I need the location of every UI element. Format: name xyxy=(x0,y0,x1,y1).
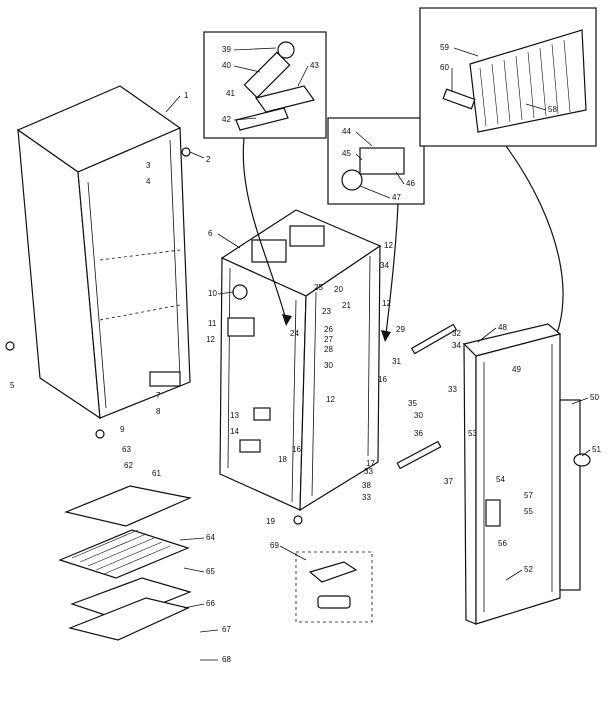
label-5: 5 xyxy=(10,381,15,390)
label-54: 54 xyxy=(496,475,505,484)
grille-slots xyxy=(479,39,571,127)
leader-lines xyxy=(165,47,591,661)
outer-cabinet-wrapper xyxy=(5,85,191,439)
label-24: 24 xyxy=(290,329,299,338)
part-number-labels: 1 2 3 4 5 6 7 8 9 10 11 12 12 12 12 13 1… xyxy=(10,43,601,664)
label-36: 36 xyxy=(414,429,423,438)
label-67: 67 xyxy=(222,625,231,634)
label-6: 6 xyxy=(208,229,213,238)
label-35: 35 xyxy=(408,399,417,408)
cabinet-liner xyxy=(219,209,382,525)
label-68: 68 xyxy=(222,655,231,664)
label-50: 50 xyxy=(590,393,599,402)
label-28: 28 xyxy=(324,345,333,354)
shelf-stack xyxy=(58,485,192,641)
label-60: 60 xyxy=(440,63,449,72)
label-23: 23 xyxy=(322,307,331,316)
label-37: 37 xyxy=(444,477,453,486)
label-44: 44 xyxy=(342,127,351,136)
label-18: 18 xyxy=(278,455,287,464)
label-66: 66 xyxy=(206,599,215,608)
label-56: 56 xyxy=(498,539,507,548)
label-51: 51 xyxy=(592,445,601,454)
label-46: 46 xyxy=(406,179,415,188)
label-7: 7 xyxy=(156,391,161,400)
label-1: 1 xyxy=(184,91,189,100)
inset-box-grille-assembly xyxy=(419,7,597,147)
label-55: 55 xyxy=(524,507,533,516)
label-33-a: 33 xyxy=(448,385,457,394)
label-40: 40 xyxy=(222,61,231,70)
label-62: 62 xyxy=(124,461,133,470)
label-59: 59 xyxy=(440,43,449,52)
label-47: 47 xyxy=(392,193,401,202)
label-69: 69 xyxy=(270,541,279,550)
inset-box-control-assembly xyxy=(327,117,425,205)
label-34-b: 34 xyxy=(452,341,461,350)
label-49: 49 xyxy=(512,365,521,374)
label-30-a: 30 xyxy=(324,361,333,370)
label-33-b: 33 xyxy=(364,467,373,476)
inset-box-light-assembly xyxy=(203,31,327,139)
inset-box-ice-tray xyxy=(295,551,373,623)
label-42: 42 xyxy=(222,115,231,124)
label-12-a: 12 xyxy=(384,241,393,250)
label-20: 20 xyxy=(334,285,343,294)
label-33-c: 33 xyxy=(362,493,371,502)
label-38: 38 xyxy=(362,481,371,490)
label-41: 41 xyxy=(226,89,235,98)
label-29: 29 xyxy=(396,325,405,334)
label-63: 63 xyxy=(122,445,131,454)
label-16-b: 16 xyxy=(378,375,387,384)
label-64: 64 xyxy=(206,533,215,542)
label-10: 10 xyxy=(208,289,217,298)
label-57: 57 xyxy=(524,491,533,500)
label-26: 26 xyxy=(324,325,333,334)
label-13: 13 xyxy=(230,411,239,420)
label-19: 19 xyxy=(266,517,275,526)
label-25: 25 xyxy=(314,283,323,292)
label-3: 3 xyxy=(146,161,151,170)
label-39: 39 xyxy=(222,45,231,54)
rails xyxy=(396,323,458,470)
label-45: 45 xyxy=(342,149,351,158)
label-27: 27 xyxy=(324,335,333,344)
label-9: 9 xyxy=(120,425,125,434)
label-12-b: 12 xyxy=(382,299,391,308)
label-32: 32 xyxy=(452,329,461,338)
label-11: 11 xyxy=(208,319,217,328)
label-16-a: 16 xyxy=(292,445,301,454)
label-30-b: 30 xyxy=(414,411,423,420)
label-4: 4 xyxy=(146,177,151,186)
label-61: 61 xyxy=(152,469,161,478)
wire-shelf-bars xyxy=(71,529,171,575)
label-34-a: 34 xyxy=(380,261,389,270)
label-52: 52 xyxy=(524,565,533,574)
label-17: 17 xyxy=(366,459,375,468)
label-2: 2 xyxy=(206,155,211,164)
label-58: 58 xyxy=(548,105,557,114)
label-12-d: 12 xyxy=(206,335,215,344)
label-8: 8 xyxy=(156,407,161,416)
label-53: 53 xyxy=(468,429,477,438)
door-assembly xyxy=(462,323,591,625)
label-65: 65 xyxy=(206,567,215,576)
label-31: 31 xyxy=(392,357,401,366)
label-48: 48 xyxy=(498,323,507,332)
label-14: 14 xyxy=(230,427,239,436)
label-21: 21 xyxy=(342,301,351,310)
label-12-c: 12 xyxy=(326,395,335,404)
label-43: 43 xyxy=(310,61,319,70)
